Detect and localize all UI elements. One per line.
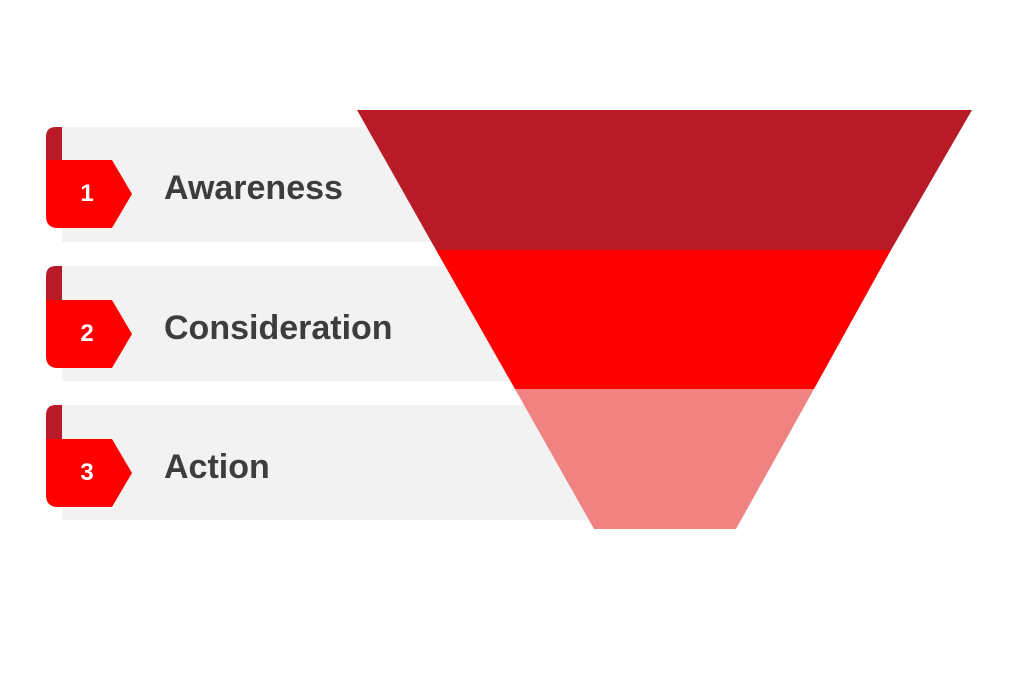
number-tab-3 bbox=[46, 439, 132, 507]
stage-row-3 bbox=[46, 405, 602, 520]
funnel-segment-1 bbox=[357, 110, 972, 250]
stage-number-3: 3 bbox=[80, 459, 94, 486]
stage-number-2: 2 bbox=[80, 320, 94, 347]
stage-label-awareness: Awareness bbox=[164, 169, 343, 207]
tab-fold-2 bbox=[46, 266, 62, 300]
stage-label-consideration: Consideration bbox=[164, 309, 393, 347]
stage-number-1: 1 bbox=[80, 180, 94, 207]
number-tab-1 bbox=[46, 160, 132, 228]
stage-band-3 bbox=[62, 405, 602, 520]
tab-fold-1 bbox=[46, 127, 62, 160]
tab-fold-3 bbox=[46, 405, 62, 439]
funnel-segment-3 bbox=[515, 389, 814, 529]
stage-label-action: Action bbox=[164, 448, 270, 486]
funnel-segment-2 bbox=[436, 250, 891, 389]
number-tab-2 bbox=[46, 300, 132, 368]
